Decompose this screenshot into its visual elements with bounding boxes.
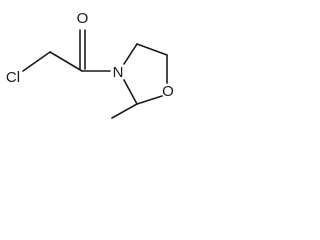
bond-n-ring-ch2 bbox=[123, 43, 138, 65]
bond-o-ring-ch bbox=[136, 95, 163, 105]
atom-label-carbonyl-oxygen: O bbox=[77, 10, 89, 27]
atom-label-ring-nitrogen: N bbox=[113, 64, 124, 81]
bond-ch2-carbonyl bbox=[49, 51, 83, 72]
bond-ring-ch-methyl bbox=[111, 103, 138, 119]
bond-ring-ch-n bbox=[123, 79, 138, 105]
chemical-structure: O Cl N O bbox=[6, 10, 174, 119]
atom-label-ring-oxygen: O bbox=[162, 83, 174, 100]
bond-cl-ch2 bbox=[22, 51, 51, 72]
atom-label-chlorine: Cl bbox=[6, 69, 20, 86]
bond-ring-ch2-ch2 bbox=[136, 43, 168, 56]
